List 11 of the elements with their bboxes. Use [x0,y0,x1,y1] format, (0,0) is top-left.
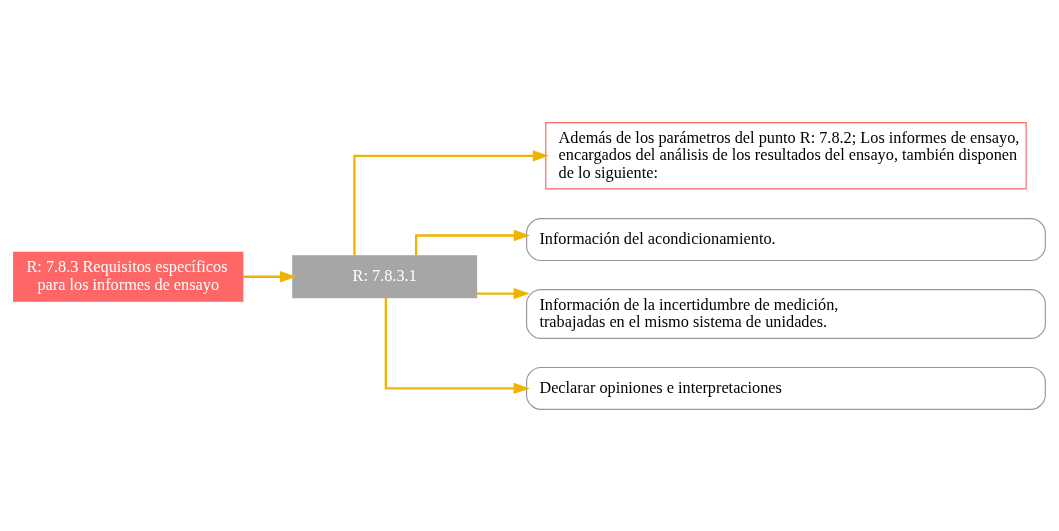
arrow [476,287,530,299]
node-box: Además de los parámetros del punto R: 7.8.2; Los informes de ensayo, encargados del análisis de los resultados del ensayo, también disponen de lo siguiente: [545,121,1027,190]
node-box: Información de la incertidumbre de medición, trabajadas en el mismo sistema de unidades. [526,288,1046,339]
arrow [384,297,530,394]
node-box: Declarar opiniones e interpretaciones [526,366,1046,410]
node-box: R: 7.8.3.1 [292,254,478,298]
arrow [414,229,531,256]
arrow [353,149,550,256]
node-box: R: 7.8.3 Requisitos específicos para los informes de ensayo [13,251,244,302]
arrow [242,270,297,282]
node-box: Información del acondicionamiento. [526,217,1046,261]
